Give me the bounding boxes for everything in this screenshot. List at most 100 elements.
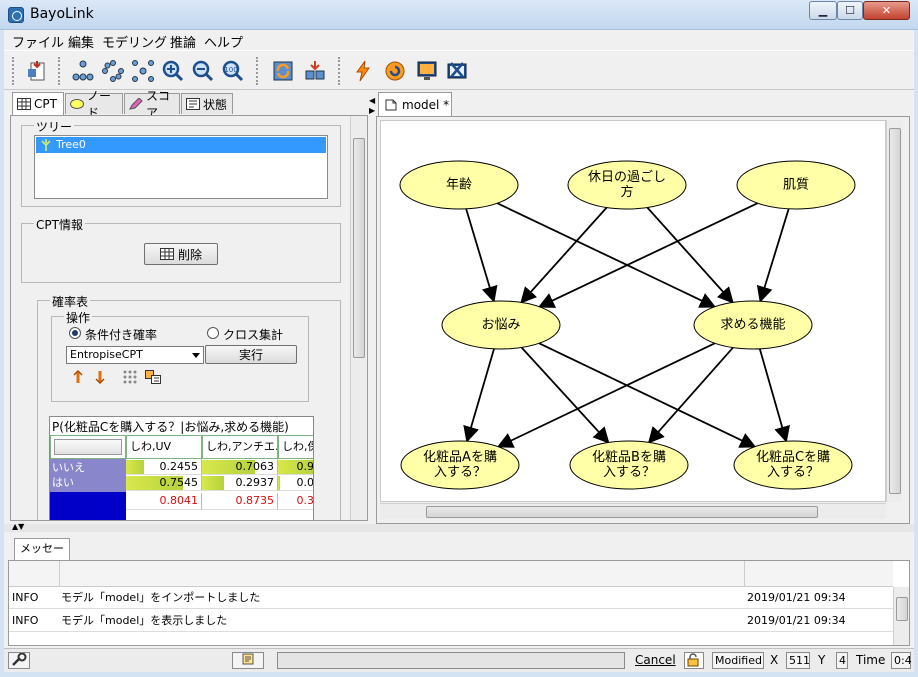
canvas-vscrollbar[interactable]	[886, 120, 902, 502]
radio-cross-label: クロス集計	[223, 328, 284, 342]
maximize-button[interactable]: ☐	[837, 1, 863, 20]
node-buyB[interactable]	[569, 440, 689, 490]
menu-file[interactable]: ファイル	[12, 36, 65, 51]
message-scrollbar[interactable]	[893, 587, 909, 645]
node-buyC[interactable]	[733, 440, 853, 490]
edge-arrow[interactable]	[496, 342, 716, 448]
cpt-cell[interactable]: 0.0	[278, 475, 314, 491]
run-button[interactable]: 実行	[205, 345, 297, 364]
edge-arrow[interactable]	[537, 202, 758, 308]
row-labels: いいえ はい	[50, 459, 126, 492]
table-export-icon[interactable]	[145, 370, 161, 384]
refresh-network-icon[interactable]	[270, 58, 296, 84]
radio-cross[interactable]	[207, 327, 219, 339]
cpt-cell[interactable]: 0.7063	[202, 459, 278, 475]
menu-inference[interactable]: 推論	[170, 36, 197, 51]
edge-arrow[interactable]	[647, 346, 734, 444]
sort-down-icon[interactable]	[93, 369, 107, 385]
message-scrollbar-thumb[interactable]	[896, 597, 908, 621]
menu-help[interactable]: ヘルプ	[204, 36, 244, 51]
reset-icon[interactable]	[382, 58, 408, 84]
node-age[interactable]	[399, 160, 519, 210]
node-holiday[interactable]	[567, 160, 687, 210]
tool-icon[interactable]	[8, 652, 30, 669]
cpt-table[interactable]: P(化粧品Cを購入する？|お悩み,求める機能) しわ,UV しわ,アンチエ… し…	[49, 416, 314, 520]
canvas-hscrollbar[interactable]	[380, 503, 886, 519]
tab-node[interactable]: ノード	[65, 89, 123, 120]
cpt-cell[interactable]: 0.2455	[126, 459, 202, 475]
edge-arrow[interactable]	[463, 348, 495, 443]
lock-icon[interactable]	[684, 652, 704, 669]
network-graph[interactable]	[381, 121, 886, 502]
tab-cpt[interactable]: CPT	[12, 92, 64, 115]
pencil-icon	[129, 97, 143, 110]
zoom-in-icon[interactable]	[160, 58, 186, 84]
edge-arrow[interactable]	[496, 202, 717, 308]
cpt-cell[interactable]: 0.2937	[202, 475, 278, 491]
close-button[interactable]: ✕	[863, 1, 910, 20]
edge-arrow[interactable]	[758, 348, 790, 443]
tab-model[interactable]: model *	[378, 92, 452, 116]
layout-grid-icon[interactable]	[130, 58, 156, 84]
inference-lightning-icon[interactable]	[350, 58, 376, 84]
log-icon[interactable]	[232, 652, 264, 669]
menu-edit[interactable]: 編集	[68, 36, 95, 51]
close-monitor-icon[interactable]	[444, 58, 470, 84]
cpt-total-cell[interactable]: 0.8735	[202, 493, 278, 510]
minimize-button[interactable]: ▁	[809, 1, 837, 20]
layout-tree-icon[interactable]	[70, 58, 96, 84]
edge-arrow[interactable]	[538, 342, 757, 448]
menu-modeling[interactable]: モデリング	[102, 36, 168, 51]
edge-arrow[interactable]	[646, 206, 734, 304]
column-header[interactable]: しわ,保	[278, 435, 313, 459]
node-function[interactable]	[693, 300, 813, 350]
canvas-vscrollbar-thumb[interactable]	[889, 128, 901, 494]
network-canvas[interactable]: 年齢休日の過ごし方肌質お悩み求める機能化粧品Aを購入する？化粧品Bを購入する？化…	[380, 120, 886, 502]
cancel-link[interactable]: Cancel	[635, 653, 676, 667]
left-scrollbar[interactable]	[350, 116, 366, 520]
cpt-cell[interactable]: 0.7545	[126, 475, 202, 491]
canvas-hscrollbar-thumb[interactable]	[426, 506, 818, 518]
edge-arrow[interactable]	[465, 208, 498, 303]
tree-item[interactable]: Tree0	[36, 137, 326, 153]
node-skin[interactable]	[736, 160, 856, 210]
column-header[interactable]: しわ,アンチエ…	[202, 435, 278, 459]
cpt-total-cell[interactable]: 0.8041	[126, 493, 202, 510]
grid-dots-icon[interactable]	[123, 370, 137, 384]
cpt-total-cell[interactable]: 0.3	[278, 493, 313, 510]
method-select[interactable]: EntropiseCPT	[66, 346, 204, 364]
tab-state[interactable]: 状態	[181, 93, 233, 114]
node-worry[interactable]	[441, 300, 561, 350]
node-label-line: 方	[620, 185, 634, 200]
cpt-cell[interactable]: 0.9	[278, 459, 313, 475]
node-buyA[interactable]	[400, 440, 520, 490]
toolbar-grip[interactable]	[12, 57, 16, 85]
zoom-100-icon[interactable]: 100	[220, 58, 246, 84]
radio-conditional[interactable]	[69, 327, 81, 339]
edge-arrow[interactable]	[520, 346, 610, 444]
edge-arrow[interactable]	[520, 206, 608, 304]
tab-score[interactable]: スコア	[124, 89, 180, 120]
left-scrollbar-thumb[interactable]	[353, 138, 365, 358]
structure-learning-icon[interactable]	[302, 58, 328, 84]
sort-up-icon[interactable]	[71, 369, 85, 385]
layout-circle-icon[interactable]	[100, 58, 126, 84]
y-value: 4	[836, 652, 848, 669]
zoom-out-icon[interactable]	[190, 58, 216, 84]
window-title: BayoLink	[30, 6, 94, 22]
import-icon[interactable]	[24, 58, 50, 84]
tree-list[interactable]: Tree0	[34, 135, 328, 199]
operation-title: 操作	[64, 309, 93, 326]
split-arrows-icon[interactable]: ◀▶	[369, 96, 376, 115]
delete-button[interactable]: 削除	[144, 243, 218, 265]
splitter-arrows-icon[interactable]: ▲▼	[12, 522, 25, 531]
tab-messages[interactable]: メッセージ	[14, 538, 70, 575]
monitor-icon[interactable]	[414, 58, 440, 84]
cpt-value: 0.0	[296, 476, 314, 489]
column-header[interactable]: しわ,UV	[126, 435, 202, 459]
horizontal-splitter[interactable]: ▲▼	[4, 522, 914, 532]
operation-group: 操作	[51, 309, 309, 402]
edge-arrow[interactable]	[756, 208, 790, 303]
